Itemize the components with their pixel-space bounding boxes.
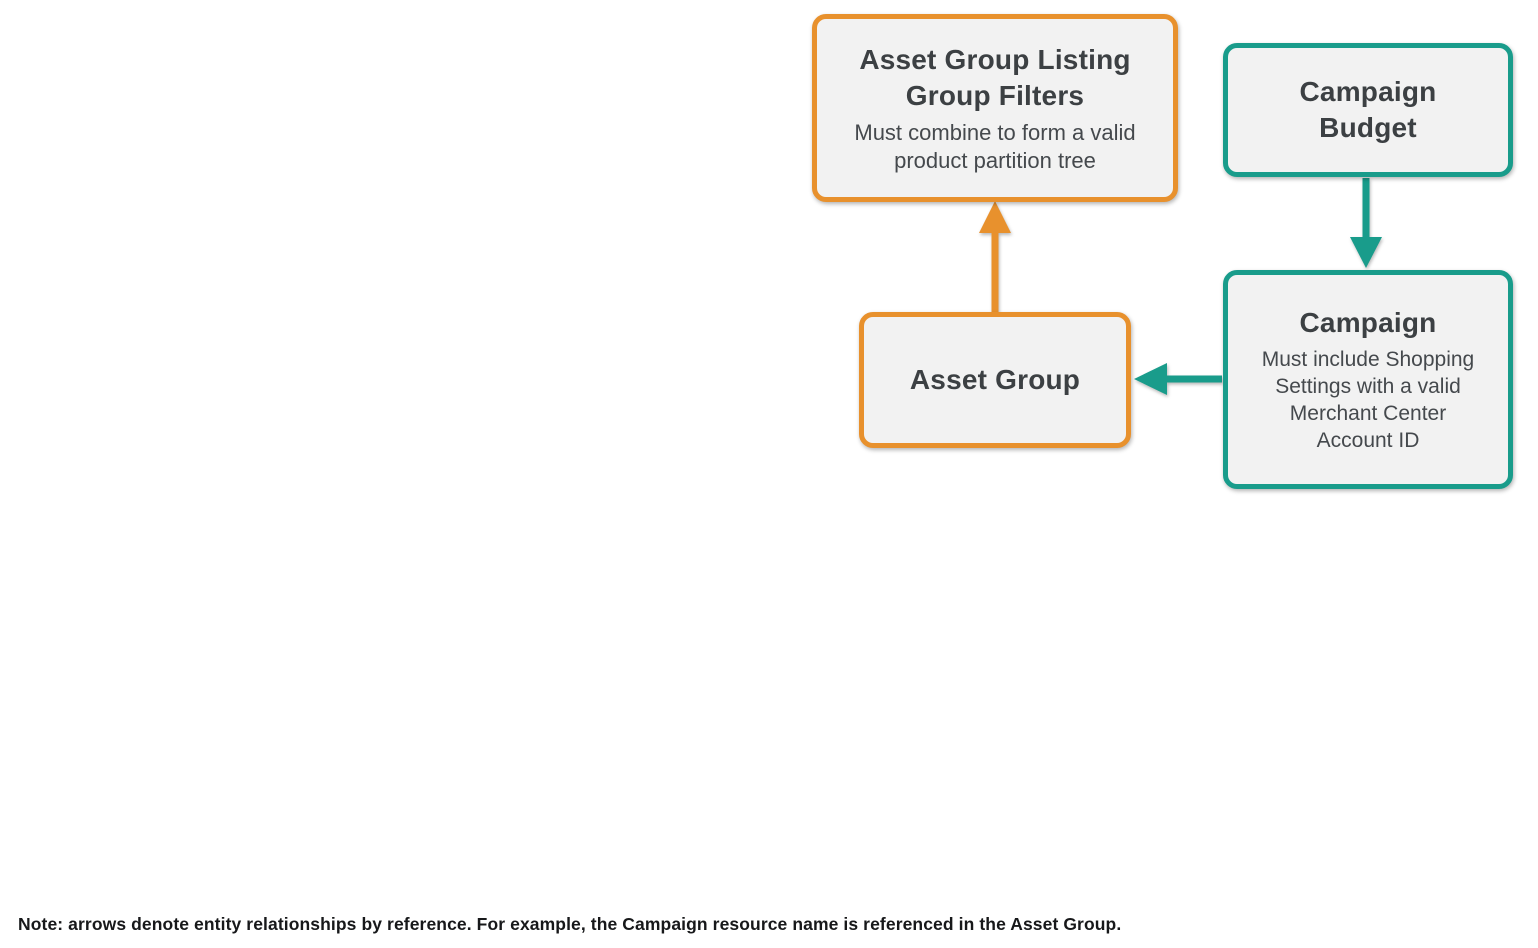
node-title: Asset Group [909, 364, 1081, 395]
node-asset-group: Asset Group [859, 312, 1131, 448]
node-title: Asset Group Listing Group Filters [859, 43, 1131, 111]
node-title: Campaign Budget [1299, 76, 1437, 143]
arrow-asset-group-to-listing-filters-icon [979, 201, 1011, 312]
node-title: Campaign [1299, 307, 1437, 338]
node-campaign: Campaign Must include Shopping Settings … [1223, 270, 1513, 489]
node-subtitle: Must combine to form a valid product par… [854, 119, 1136, 173]
footnote: Note: arrows denote entity relationships… [18, 914, 1122, 934]
node-asset-group-listing-group-filters: Asset Group Listing Group Filters Must c… [812, 14, 1178, 202]
node-subtitle: Must include Shopping Settings with a va… [1261, 348, 1475, 452]
arrow-campaign-budget-to-campaign-icon [1350, 178, 1382, 268]
node-campaign-budget: Campaign Budget [1223, 43, 1513, 177]
arrow-campaign-to-asset-group-icon [1134, 363, 1222, 395]
